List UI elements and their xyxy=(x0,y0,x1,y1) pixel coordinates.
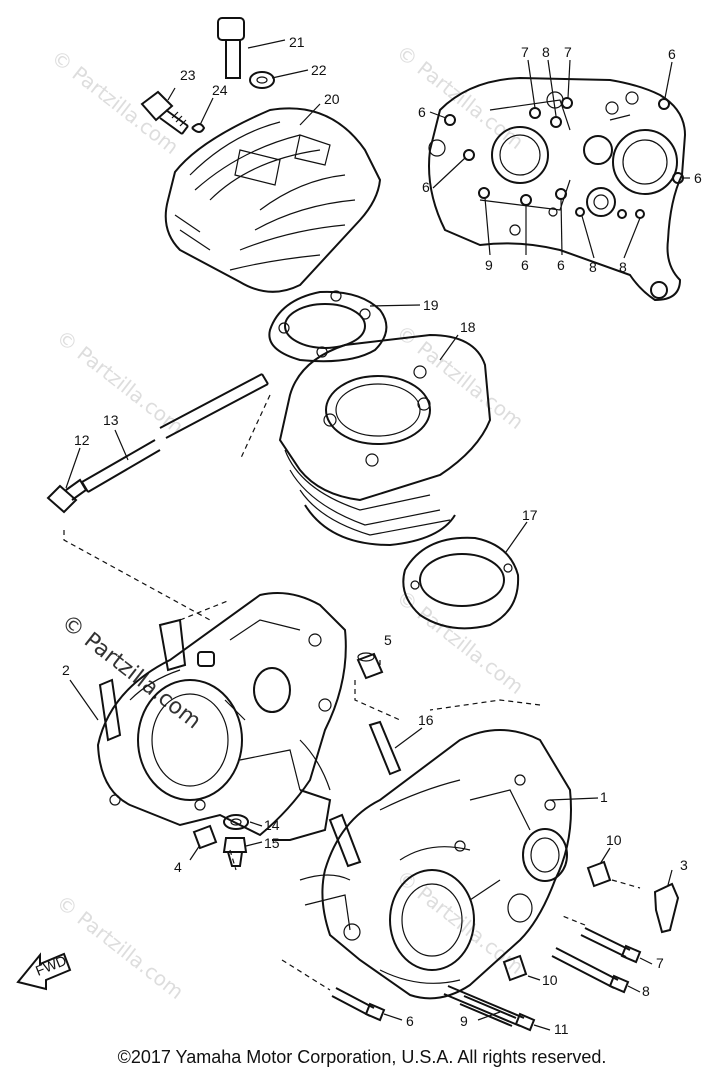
part-3-holder[interactable] xyxy=(653,882,680,934)
label-13: 13 xyxy=(103,412,119,428)
label-24: 24 xyxy=(212,82,228,98)
label-7: 7 xyxy=(656,955,664,971)
watermark: © Partzilla.com xyxy=(52,890,188,1004)
watermark-dark: © Partzilla.com xyxy=(56,610,205,734)
label-20: 20 xyxy=(324,91,340,107)
label-16: 16 xyxy=(418,712,434,728)
part-11-bolt[interactable] xyxy=(443,985,536,1032)
label-7-tr2: 7 xyxy=(564,44,572,60)
label-8-tr: 8 xyxy=(542,44,550,60)
part-number-labels: 21 22 23 24 20 19 18 13 12 17 2 5 16 1 1… xyxy=(62,34,702,1037)
part-9-bolt[interactable] xyxy=(459,995,517,1027)
part-10-dowel[interactable] xyxy=(586,860,612,888)
part-6-bolt[interactable] xyxy=(331,987,386,1022)
part-1-right-crankcase[interactable] xyxy=(299,729,572,1000)
part-15-drain-plug[interactable] xyxy=(222,837,248,867)
label-6-tr3: 6 xyxy=(422,179,430,195)
part-8-bolt[interactable] xyxy=(551,947,630,994)
part-22-washer[interactable] xyxy=(249,71,275,89)
assembly-lines xyxy=(63,394,641,991)
label-6-tr4: 6 xyxy=(694,170,702,186)
label-6-tr6: 6 xyxy=(557,257,565,273)
part-18-cylinder[interactable] xyxy=(278,333,492,547)
part-5-dowel[interactable] xyxy=(356,652,384,680)
part-2-left-crankcase[interactable] xyxy=(96,592,347,841)
part-19-head-gasket[interactable] xyxy=(268,290,388,363)
label-11: 11 xyxy=(554,1021,569,1037)
part-21-bolt[interactable] xyxy=(217,17,245,79)
part-17-base-gasket[interactable] xyxy=(402,536,520,630)
fwd-arrow-icon: FWD xyxy=(16,952,72,991)
parts-diagram: © Partzilla.com © Partzilla.com © Partzi… xyxy=(16,17,702,1037)
label-10b: 10 xyxy=(542,972,558,988)
label-6-tr2: 6 xyxy=(418,104,426,120)
label-18: 18 xyxy=(460,319,476,335)
part-10-dowel-lower[interactable] xyxy=(502,954,528,982)
label-6-tr5: 6 xyxy=(521,257,529,273)
label-6-tr1: 6 xyxy=(668,46,676,62)
part-23-bolt[interactable] xyxy=(140,90,189,135)
watermarks: © Partzilla.com © Partzilla.com © Partzi… xyxy=(47,40,528,1004)
label-9: 9 xyxy=(460,1013,468,1029)
label-15: 15 xyxy=(264,835,280,851)
part-14-washer[interactable] xyxy=(223,814,249,830)
copyright-notice: ©2017 Yamaha Motor Corporation, U.S.A. A… xyxy=(117,1047,607,1067)
label-22: 22 xyxy=(311,62,327,78)
label-12: 12 xyxy=(74,432,90,448)
label-8-tr2: 8 xyxy=(589,259,597,275)
label-8: 8 xyxy=(642,983,650,999)
part-4-dowel[interactable] xyxy=(192,824,218,850)
label-17: 17 xyxy=(522,507,538,523)
label-7-tr1: 7 xyxy=(521,44,529,60)
label-1: 1 xyxy=(600,789,608,805)
label-9-tr: 9 xyxy=(485,257,493,273)
label-10: 10 xyxy=(606,832,622,848)
label-8-tr3: 8 xyxy=(619,259,627,275)
part-7-bolt[interactable] xyxy=(580,927,642,964)
leader-lines xyxy=(65,39,690,1031)
watermark: © Partzilla.com xyxy=(47,45,183,159)
part-13-pipe[interactable] xyxy=(81,373,269,493)
part-20-cylinder-head[interactable] xyxy=(164,107,382,293)
label-23: 23 xyxy=(180,67,196,83)
label-2: 2 xyxy=(62,662,70,678)
part-12-fitting[interactable] xyxy=(46,478,88,514)
label-14: 14 xyxy=(264,817,280,833)
part-16-stud[interactable] xyxy=(368,720,402,776)
watermark: © Partzilla.com xyxy=(52,325,188,439)
watermark: © Partzilla.com xyxy=(392,585,528,699)
label-21: 21 xyxy=(289,34,305,50)
watermark: © Partzilla.com xyxy=(392,40,528,154)
label-19: 19 xyxy=(423,297,439,313)
label-3: 3 xyxy=(680,857,688,873)
label-5: 5 xyxy=(384,632,392,648)
label-4: 4 xyxy=(174,859,182,875)
part-24-washer[interactable] xyxy=(191,123,206,133)
label-6: 6 xyxy=(406,1013,414,1029)
